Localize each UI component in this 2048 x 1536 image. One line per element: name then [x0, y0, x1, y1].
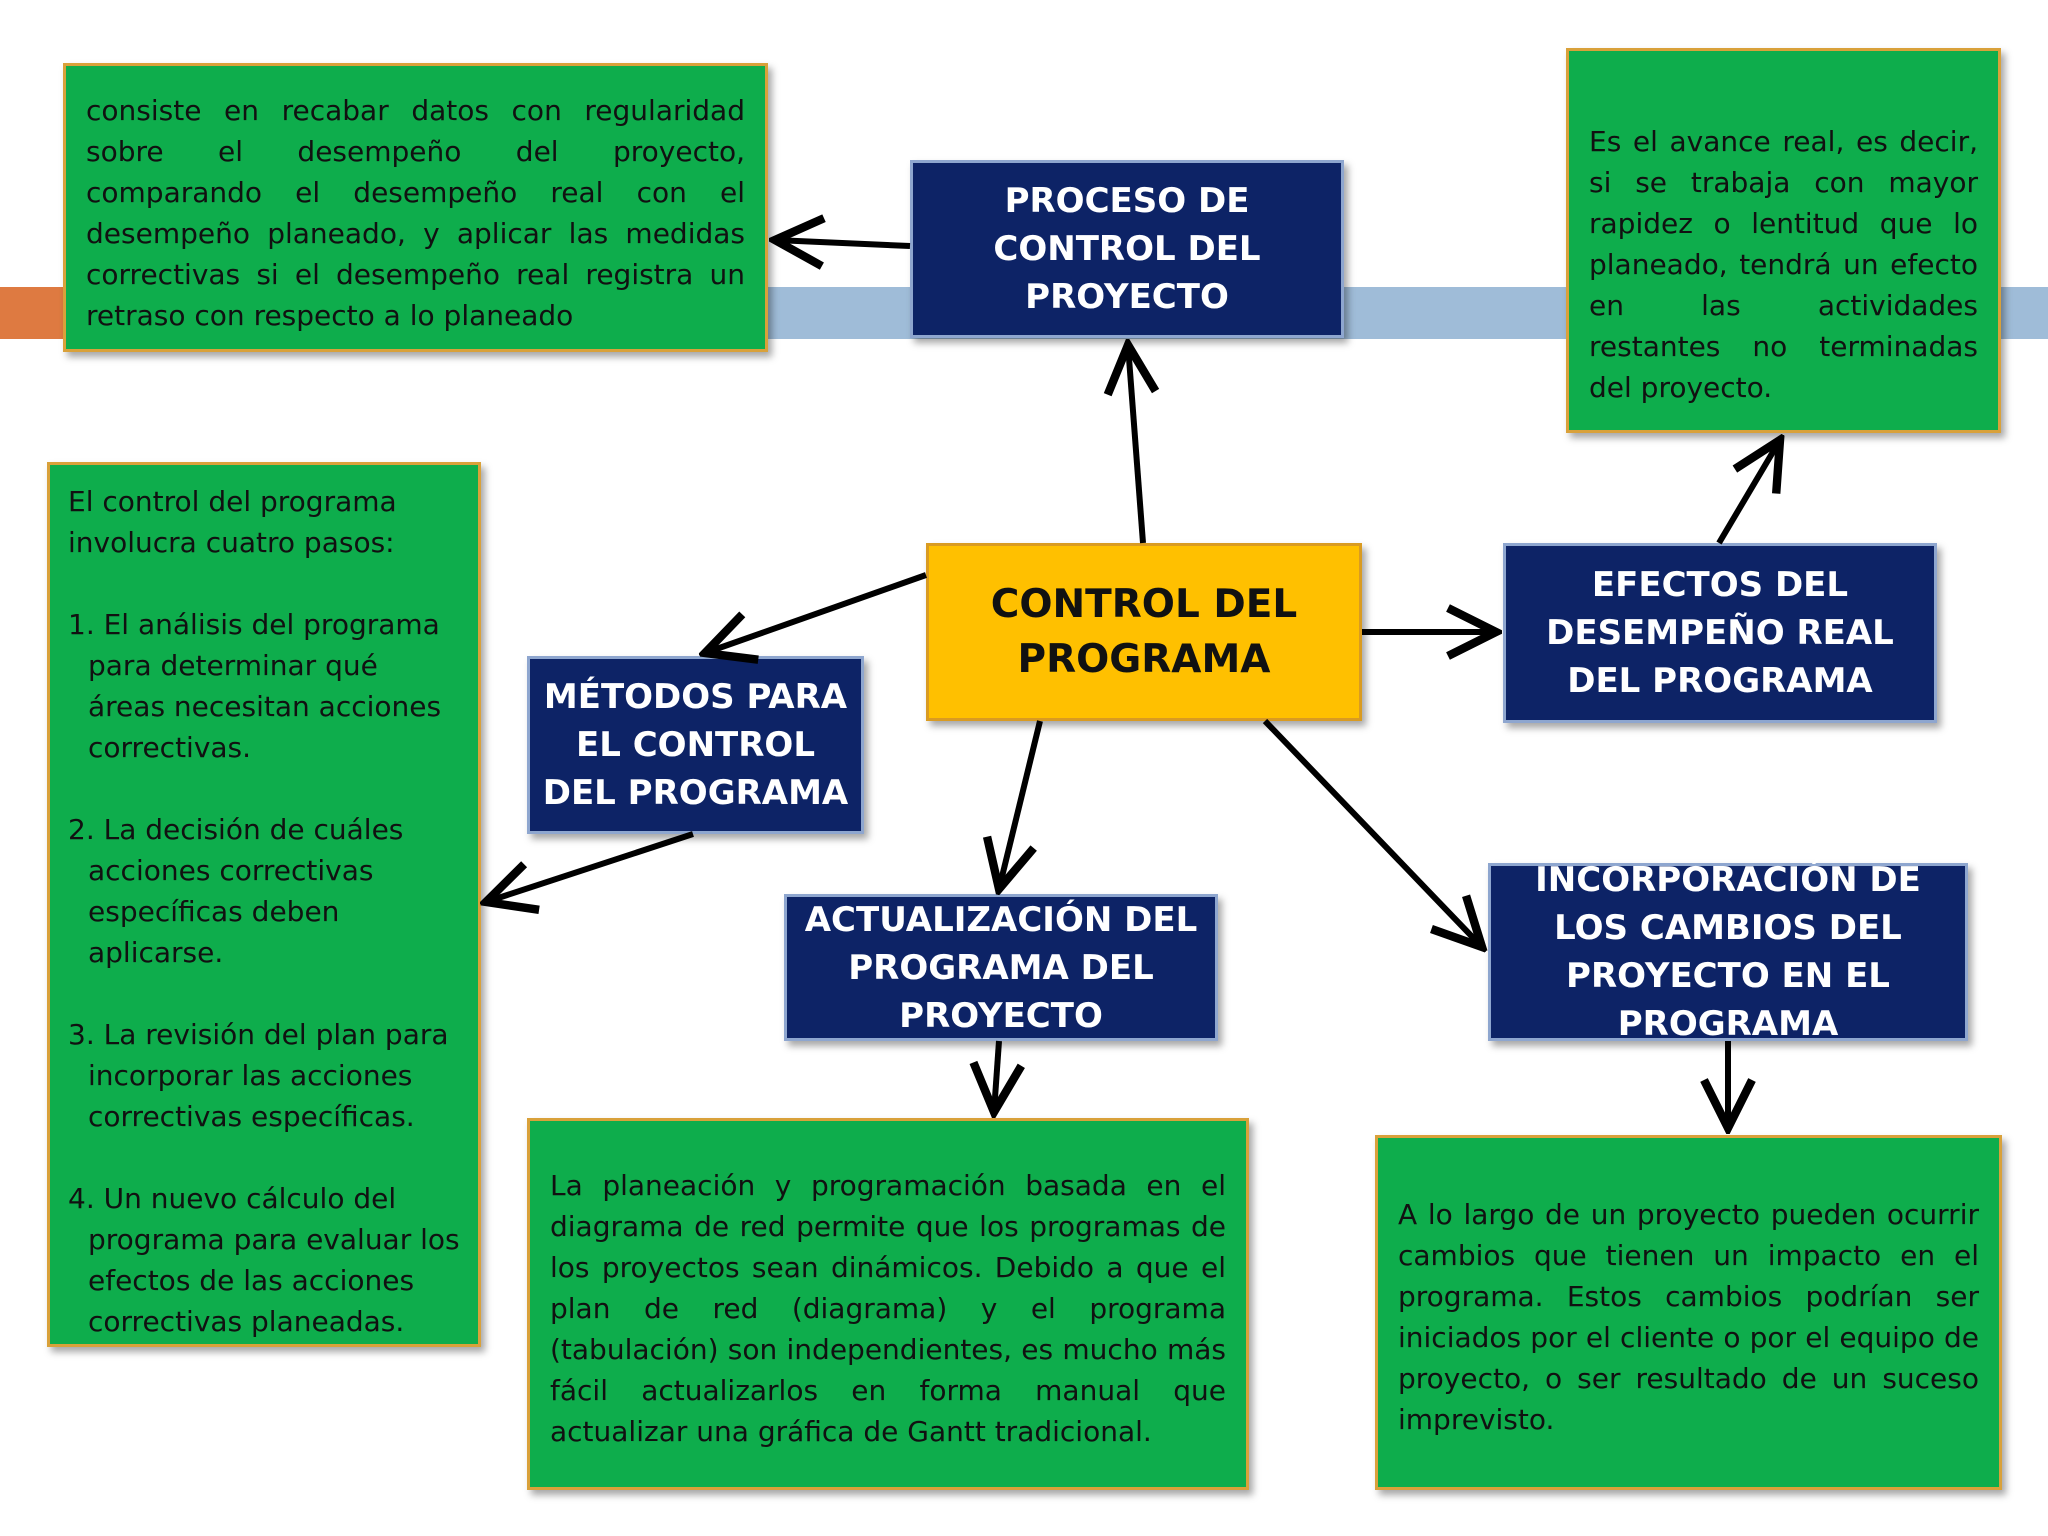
- actualizacion-description-box: La planeación y programación basada en e…: [527, 1118, 1249, 1490]
- actualizacion-description-text: La planeación y programación basada en e…: [550, 1169, 1226, 1448]
- metodos-step-4: 4. Un nuevo cálculo del programa para ev…: [68, 1182, 460, 1338]
- arrow-center-to-actualizacion: [999, 720, 1043, 889]
- incorporacion-node[interactable]: INCORPORACIÓN DE LOS CAMBIOS DEL PROYECT…: [1488, 860, 1968, 1044]
- arrow-center-to-incorporacion: [1262, 718, 1482, 947]
- arrow-center-to-proceso: [1128, 345, 1143, 544]
- arrow-actualizacion-to-desc: [994, 1040, 999, 1112]
- efectos-title: EFECTOS DEL DESEMPEÑO REAL DEL PROGRAMA: [1546, 565, 1894, 701]
- efectos-description-text: Es el avance real, es decir, si se traba…: [1589, 125, 1978, 404]
- metodos-node[interactable]: MÉTODOS PARA EL CONTROL DEL PROGRAMA: [527, 656, 864, 834]
- control-programa-node[interactable]: CONTROL DEL PROGRAMA: [926, 543, 1362, 721]
- incorporacion-title: INCORPORACIÓN DE LOS CAMBIOS DEL PROYECT…: [1535, 860, 1921, 1044]
- efectos-description-box: Es el avance real, es decir, si se traba…: [1566, 48, 2001, 433]
- arrow-proceso-to-desc: [775, 240, 911, 246]
- header-band-accent: [0, 287, 66, 339]
- metodos-title: MÉTODOS PARA EL CONTROL DEL PROGRAMA: [542, 677, 849, 813]
- metodos-intro-text: El control del programa involucra cuatro…: [68, 485, 397, 559]
- arrow-efectos-to-desc: [1716, 440, 1780, 545]
- proceso-description-box: consiste en recabar datos con regularida…: [63, 63, 768, 352]
- actualizacion-node[interactable]: ACTUALIZACIÓN DEL PROGRAMA DEL PROYECTO: [784, 894, 1218, 1041]
- metodos-step-1: 1. El análisis del programa para determi…: [68, 608, 442, 764]
- metodos-steps-box: El control del programa involucra cuatro…: [47, 462, 481, 1347]
- efectos-node[interactable]: EFECTOS DEL DESEMPEÑO REAL DEL PROGRAMA: [1503, 543, 1937, 723]
- incorporacion-description-box: A lo largo de un proyecto pueden ocurrir…: [1375, 1135, 2002, 1490]
- control-programa-title: CONTROL DEL PROGRAMA: [990, 582, 1298, 682]
- arrow-metodos-to-steps: [486, 831, 694, 902]
- proceso-description-text: consiste en recabar datos con regularida…: [86, 94, 745, 332]
- arrow-center-to-metodos: [705, 572, 927, 653]
- incorporacion-description-text: A lo largo de un proyecto pueden ocurrir…: [1398, 1198, 1979, 1436]
- metodos-step-2: 2. La decisión de cuáles acciones correc…: [68, 813, 404, 969]
- metodos-step-3: 3. La revisión del plan para incorporar …: [68, 1018, 449, 1133]
- proceso-control-node[interactable]: PROCESO DE CONTROL DEL PROYECTO: [910, 160, 1344, 338]
- proceso-control-title: PROCESO DE CONTROL DEL PROYECTO: [993, 181, 1261, 317]
- actualizacion-title: ACTUALIZACIÓN DEL PROGRAMA DEL PROYECTO: [804, 899, 1198, 1036]
